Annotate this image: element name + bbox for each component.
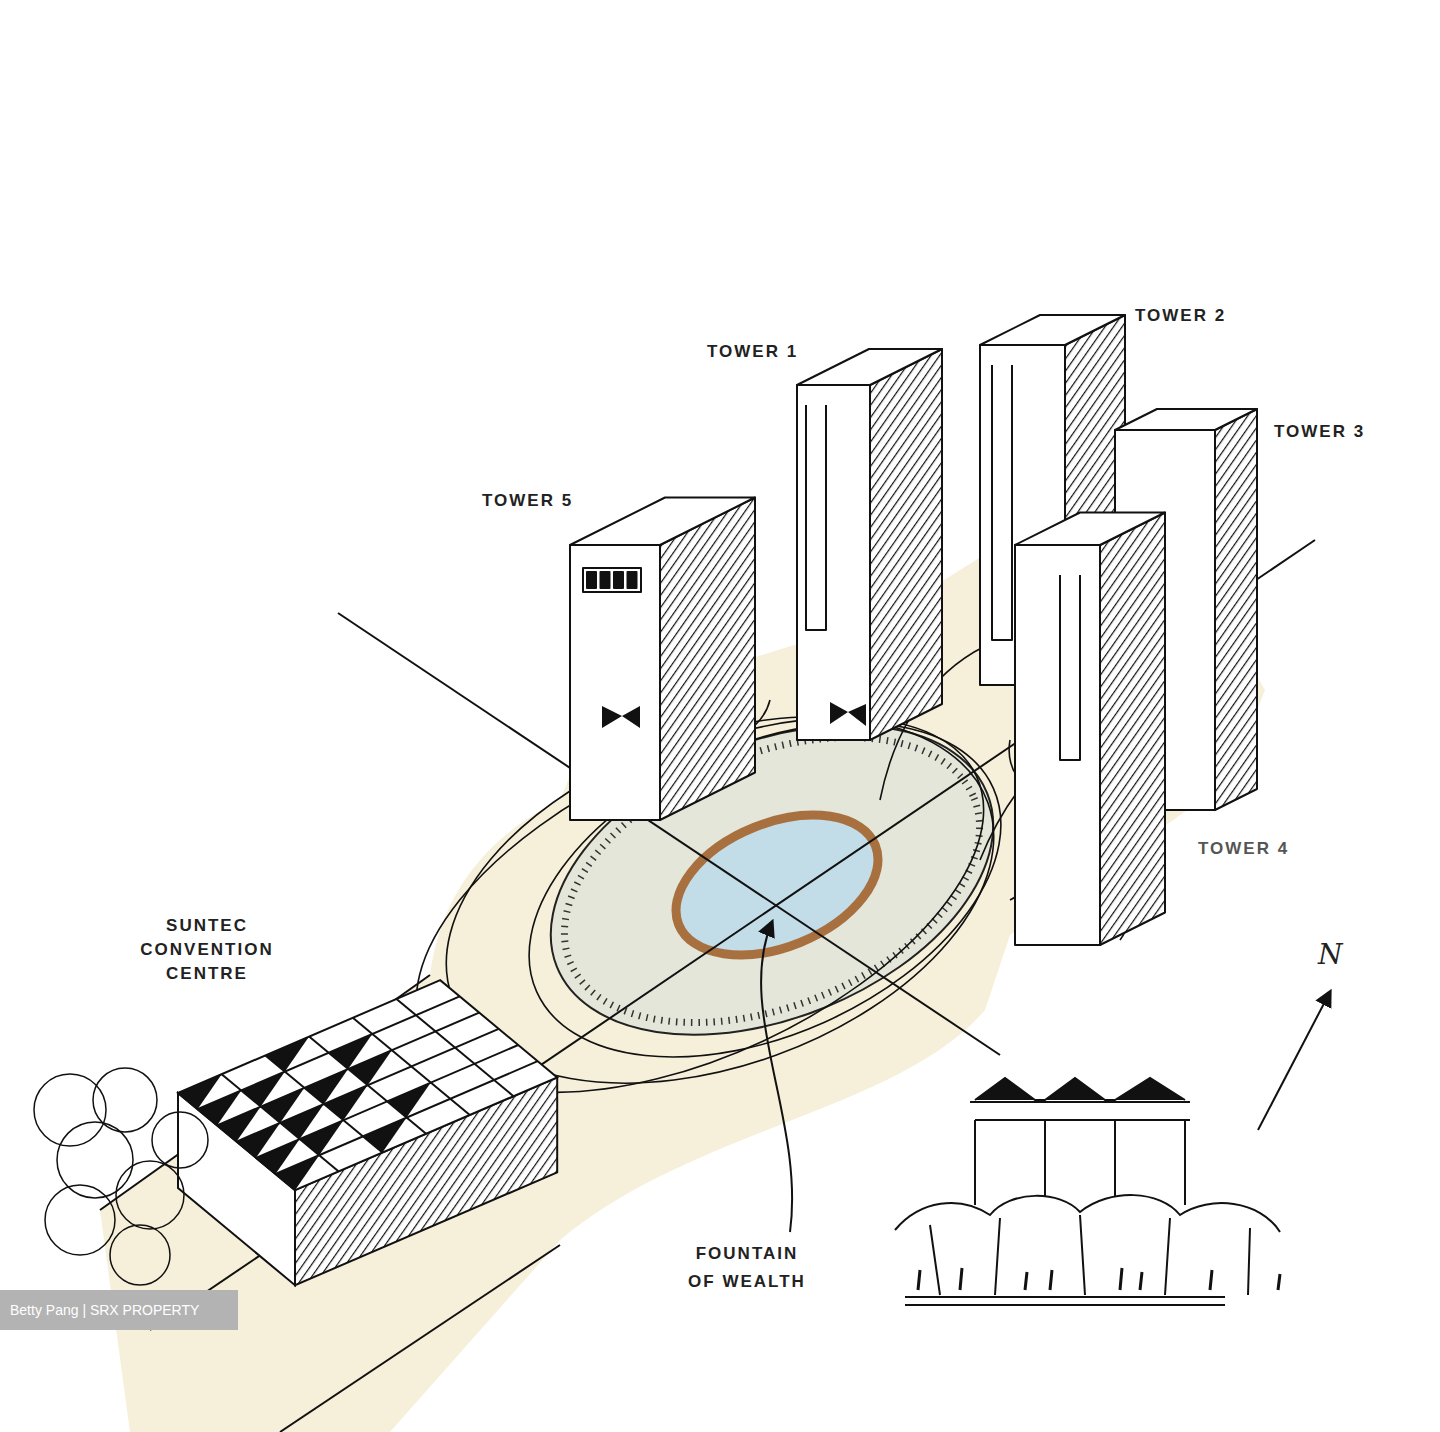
tower-label: TOWER 3 — [1274, 421, 1365, 443]
feature-label: FOUNTAIN OF WEALTH — [682, 1240, 812, 1296]
entrance-marker — [602, 706, 640, 728]
entrance-marker — [830, 702, 866, 726]
inset-sketch — [895, 1078, 1280, 1305]
tree-scribbles — [34, 1068, 208, 1285]
north-label: N — [1318, 944, 1343, 966]
convention-centre-block — [178, 980, 557, 1285]
fountain-basin — [655, 788, 898, 982]
building-label: SUNTEC CONVENTION CENTRE — [132, 914, 282, 986]
tower-label: TOWER 2 — [1135, 305, 1226, 327]
north-arrow — [1258, 992, 1330, 1130]
leader-line — [761, 922, 792, 1232]
tower-block — [1015, 513, 1165, 946]
tower-block — [570, 498, 755, 821]
tower-label: TOWER 1 — [707, 341, 798, 363]
tower-label: TOWER 5 — [482, 490, 573, 512]
tower-block — [797, 349, 942, 740]
tower-label: TOWER 4 — [1198, 838, 1289, 860]
watermark: Betty Pang | SRX PROPERTY — [0, 1290, 238, 1330]
